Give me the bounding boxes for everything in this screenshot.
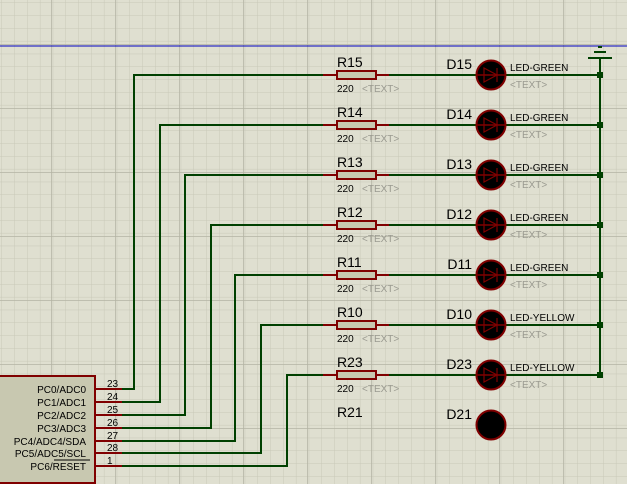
diode-icon xyxy=(483,366,499,384)
resistor-value: 220 xyxy=(337,234,354,245)
pin-port-label: PC1/ADC1 xyxy=(37,398,86,409)
pin-port-label: PC5/ADC5/SCL xyxy=(15,449,87,460)
diode-icon xyxy=(483,316,499,334)
led-type: LED-GREEN xyxy=(510,263,568,274)
led-label: D23 xyxy=(446,356,472,372)
pin-number: 24 xyxy=(107,392,119,403)
led-label: D21 xyxy=(446,406,472,422)
junction-dot xyxy=(597,372,603,378)
wire[interactable] xyxy=(122,74,323,390)
diode-icon xyxy=(483,216,499,234)
pin-number: 25 xyxy=(107,405,119,416)
resistor-r15[interactable] xyxy=(336,70,377,80)
resistor-value: 220 xyxy=(337,284,354,295)
resistor-label: R23 xyxy=(337,354,363,370)
junction-dot xyxy=(597,272,603,278)
pin-number: 26 xyxy=(107,418,119,429)
microcontroller-body[interactable] xyxy=(0,375,96,484)
resistor-label: R21 xyxy=(337,404,363,420)
led-label: D10 xyxy=(446,306,472,322)
wire[interactable] xyxy=(122,324,323,454)
led-label: D12 xyxy=(446,206,472,222)
pin-port-label: PC4/ADC4/SDA xyxy=(14,437,87,448)
placeholder-text: <TEXT> xyxy=(362,384,399,395)
wire[interactable] xyxy=(122,124,323,403)
led-label: D14 xyxy=(446,106,472,122)
pin-port-label: PC3/ADC3 xyxy=(37,424,86,435)
resistor-r13[interactable] xyxy=(336,170,377,180)
led-d21[interactable] xyxy=(475,409,507,441)
placeholder-text: <TEXT> xyxy=(510,130,547,141)
placeholder-text: <TEXT> xyxy=(362,84,399,95)
wire[interactable] xyxy=(122,374,323,467)
resistor-r12[interactable] xyxy=(336,220,377,230)
led-label: D11 xyxy=(447,256,472,272)
diode-icon xyxy=(483,266,499,284)
resistor-value: 220 xyxy=(337,384,354,395)
wire[interactable] xyxy=(122,274,323,442)
diode-icon xyxy=(483,116,499,134)
resistor-r14[interactable] xyxy=(336,120,377,130)
pin-number: 28 xyxy=(107,443,119,454)
resistor-label: R13 xyxy=(337,154,363,170)
placeholder-text: <TEXT> xyxy=(510,330,547,341)
led-type: LED-GREEN xyxy=(510,113,568,124)
junction-dot xyxy=(597,72,603,78)
junction-dot xyxy=(597,222,603,228)
resistor-r11[interactable] xyxy=(336,270,377,280)
placeholder-text: <TEXT> xyxy=(510,180,547,191)
pin-port-label: PC6/RESET xyxy=(30,462,86,473)
placeholder-text: <TEXT> xyxy=(510,230,547,241)
pin-port-label: PC0/ADC0 xyxy=(37,385,86,396)
junction-dot xyxy=(597,122,603,128)
led-type: LED-YELLOW xyxy=(510,363,575,374)
resistor-value: 220 xyxy=(337,184,354,195)
led-type: LED-YELLOW xyxy=(510,313,575,324)
placeholder-text: <TEXT> xyxy=(362,134,399,145)
led-type: LED-GREEN xyxy=(510,63,568,74)
led-type: LED-GREEN xyxy=(510,163,568,174)
placeholder-text: <TEXT> xyxy=(362,334,399,345)
resistor-label: R12 xyxy=(337,204,363,220)
pin-number: 27 xyxy=(107,431,119,442)
diode-icon xyxy=(483,166,499,184)
pin-number: 23 xyxy=(107,379,119,390)
resistor-r10[interactable] xyxy=(336,320,377,330)
wire[interactable] xyxy=(122,174,323,416)
resistor-value: 220 xyxy=(337,134,354,145)
junction-dot xyxy=(597,322,603,328)
pin-number: 1 xyxy=(107,456,113,467)
led-label: D13 xyxy=(446,156,472,172)
wire[interactable] xyxy=(122,224,323,429)
placeholder-text: <TEXT> xyxy=(510,80,547,91)
placeholder-text: <TEXT> xyxy=(510,380,547,391)
resistor-value: 220 xyxy=(337,84,354,95)
resistor-label: R15 xyxy=(337,54,363,70)
placeholder-text: <TEXT> xyxy=(362,234,399,245)
resistor-label: R14 xyxy=(337,104,363,120)
resistor-r23[interactable] xyxy=(336,370,377,380)
placeholder-text: <TEXT> xyxy=(510,280,547,291)
pin-port-label: PC2/ADC2 xyxy=(37,411,86,422)
led-type: LED-GREEN xyxy=(510,213,568,224)
placeholder-text: <TEXT> xyxy=(362,184,399,195)
resistor-label: R11 xyxy=(337,254,362,270)
diode-icon xyxy=(483,66,499,84)
placeholder-text: <TEXT> xyxy=(362,284,399,295)
resistor-value: 220 xyxy=(337,334,354,345)
led-label: D15 xyxy=(446,56,472,72)
resistor-label: R10 xyxy=(337,304,363,320)
junction-dot xyxy=(597,172,603,178)
